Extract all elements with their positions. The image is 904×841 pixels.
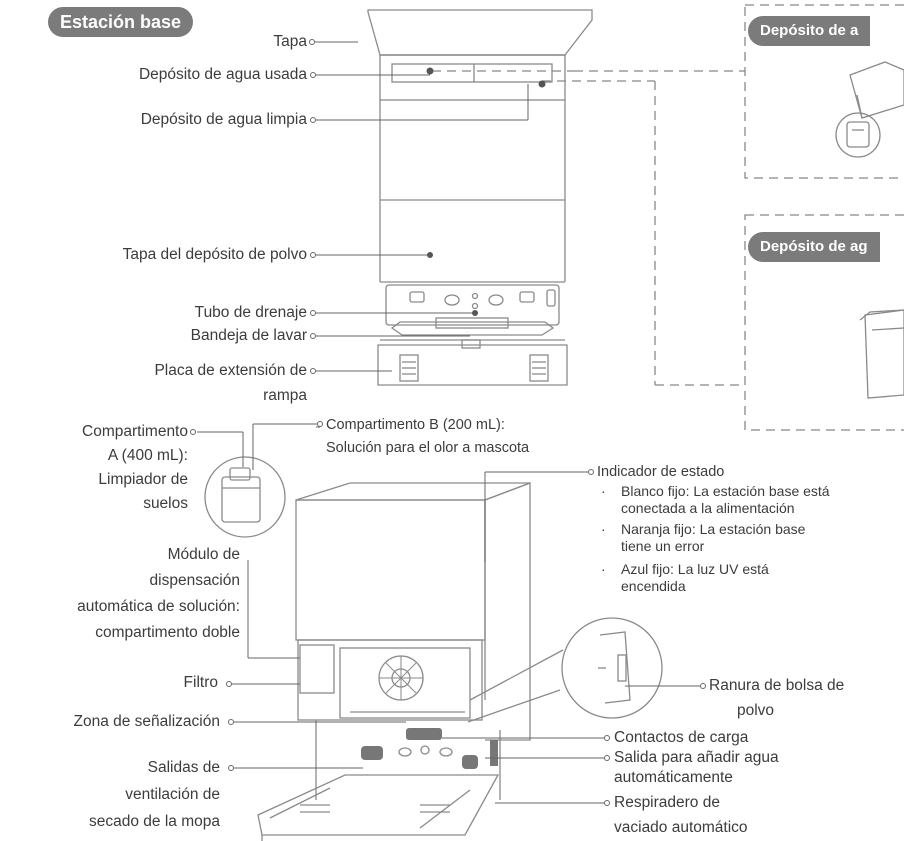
indicator-bullet-white-dot: ·: [601, 483, 606, 499]
panel-title-waste-tank: Depósito de a: [748, 16, 871, 46]
indicator-bullet-blue-line1: Azul fijo: La luz UV está: [621, 561, 769, 577]
label-filter: Filtro: [183, 674, 218, 691]
label-compartment-a-line1: Compartimento: [82, 423, 188, 440]
label-dirty-water-tank: Depósito de agua usada: [138, 66, 307, 83]
label-dust-tank-lid: Tapa del depósito de polvo: [122, 246, 307, 263]
label-vent-line2: ventilación de: [125, 786, 220, 803]
label-module-line1: Módulo de: [167, 546, 240, 563]
dust-bag-slot-detail-drawing: [467, 617, 663, 723]
indicator-bullet-blue-dot: ·: [601, 561, 606, 577]
label-dust-bag-slot-line2: polvo: [737, 702, 775, 719]
label-compartment-b-line2: Solución para el olor a mascota: [326, 440, 530, 456]
panel-title-clean-tank: Depósito de ag: [748, 232, 880, 262]
base-station-open-drawing: [257, 482, 531, 841]
label-wash-tray: Bandeja de lavar: [190, 327, 307, 344]
label-status-indicator: Indicador de estado: [597, 464, 725, 480]
label-dust-bag-slot-line1: Ranura de bolsa de: [709, 677, 845, 694]
label-evacuation-vent-line1: Respiradero de: [614, 794, 720, 811]
indicator-bullet-orange-line1: Naranja fijo: La estación base: [621, 521, 806, 537]
label-vent-line3: secado de la mopa: [89, 813, 220, 830]
label-module-line2: dispensación: [149, 572, 240, 589]
indicator-bullet-white-line1: Blanco fijo: La estación base está: [621, 483, 830, 499]
section-title-pill: Estación base: [48, 7, 194, 37]
label-charging-contacts: Contactos de carga: [614, 729, 749, 746]
label-drain-tube: Tubo de drenaje: [194, 304, 307, 321]
label-compartment-a-line4: suelos: [143, 495, 188, 512]
base-station-front-drawing: [367, 9, 593, 386]
label-compartment-a-line2: A (400 mL):: [107, 447, 188, 464]
label-module-line4: compartimento doble: [95, 624, 240, 641]
label-tapa: Tapa: [273, 33, 307, 50]
label-water-outlet-line1: Salida para añadir agua: [614, 749, 779, 766]
label-signal-zone: Zona de señalización: [73, 713, 221, 730]
solution-cartridge-drawing: [204, 456, 286, 538]
label-module-line3: automática de solución:: [77, 598, 240, 615]
indicator-bullet-white-line2: conectada a la alimentación: [621, 500, 795, 516]
clean-tank-detail-drawing: [859, 309, 904, 399]
label-evacuation-vent-line2: vaciado automático: [614, 819, 748, 836]
label-compartment-b-line1: Compartimento B (200 mL):: [326, 417, 505, 433]
indicator-bullet-orange-dot: ·: [601, 521, 606, 537]
label-clean-water-tank: Depósito de agua limpia: [140, 111, 307, 128]
label-compartment-a-line3: Limpiador de: [98, 471, 188, 488]
label-ramp-plate-line1: Placa de extensión de: [154, 362, 307, 379]
indicator-bullet-blue-line2: encendida: [621, 578, 686, 594]
waste-tank-detail-drawing: [835, 61, 904, 158]
indicator-bullet-orange-line2: tiene un error: [621, 538, 705, 554]
label-ramp-plate-line2: rampa: [263, 387, 307, 404]
label-vent-line1: Salidas de: [147, 759, 220, 776]
label-water-outlet-line2: automáticamente: [614, 769, 733, 786]
